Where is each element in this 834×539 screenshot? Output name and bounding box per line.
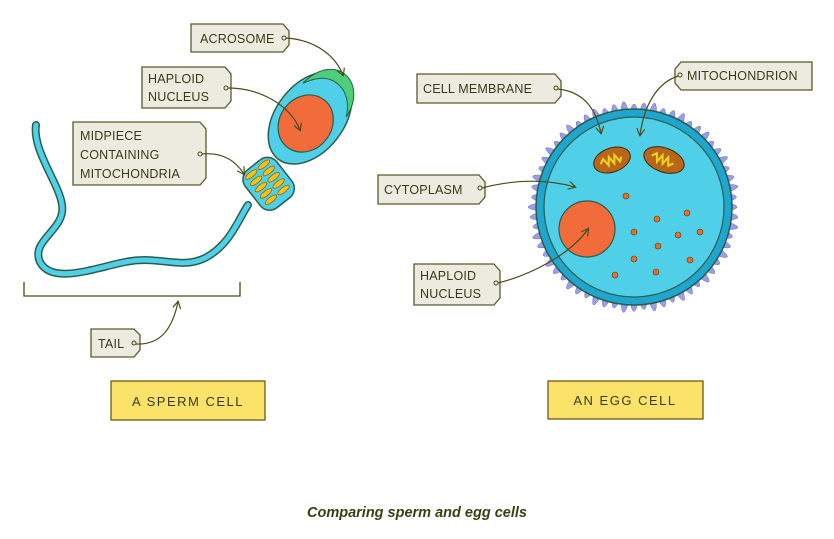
label-sperm-nucleus-line1: HAPLOID — [148, 72, 204, 86]
sperm-midpiece — [242, 156, 296, 211]
sperm-head — [267, 68, 355, 165]
egg-title: AN EGG CELL — [573, 393, 676, 408]
label-sperm-nucleus-line2: NUCLEUS — [148, 90, 209, 104]
sperm-cell: ACROSOME HAPLOID NUCLEUS MIDPIECE CONTAI… — [23, 23, 355, 421]
label-mitochondrion: MITOCHONDRION — [640, 61, 813, 135]
label-tail: TAIL — [90, 302, 178, 358]
acrosome — [302, 68, 355, 118]
label-cell-membrane-text: CELL MEMBRANE — [423, 82, 532, 96]
midpiece-mitochondria — [245, 159, 290, 205]
label-cytoplasm-text: CYTOPLASM — [384, 183, 463, 197]
label-midpiece-line2: CONTAINING — [80, 148, 160, 162]
label-egg-nucleus: HAPLOID NUCLEUS — [413, 229, 588, 306]
label-tail-text: TAIL — [98, 337, 124, 351]
egg-mitochondrion-2 — [643, 146, 685, 174]
sperm-title: A SPERM CELL — [132, 394, 244, 409]
label-cytoplasm: CYTOPLASM — [377, 174, 575, 205]
egg-mitochondrion-1 — [593, 146, 631, 174]
egg-cell: CELL MEMBRANE MITOCHONDRION CYTOPLASM HA… — [377, 61, 813, 420]
label-acrosome: ACROSOME — [190, 23, 343, 75]
egg-granules — [611, 192, 704, 279]
label-midpiece: MIDPIECE CONTAINING MITOCHONDRIA — [72, 121, 244, 186]
label-cell-membrane: CELL MEMBRANE — [416, 73, 601, 133]
label-egg-nucleus-line2: NUCLEUS — [420, 287, 481, 301]
label-egg-nucleus-line1: HAPLOID — [420, 269, 476, 283]
sperm-title-box: A SPERM CELL — [110, 380, 266, 421]
label-mitochondrion-text: MITOCHONDRION — [687, 69, 798, 83]
egg-nucleus — [558, 200, 616, 258]
label-acrosome-text: ACROSOME — [200, 32, 275, 46]
egg-title-box: AN EGG CELL — [547, 380, 704, 420]
label-sperm-nucleus: HAPLOID NUCLEUS — [141, 66, 300, 130]
sperm-nucleus — [277, 94, 334, 153]
figure-caption: Comparing sperm and egg cells — [307, 505, 527, 521]
label-midpiece-line1: MIDPIECE — [80, 129, 142, 143]
tail-bracket — [23, 282, 241, 297]
label-midpiece-line3: MITOCHONDRIA — [80, 167, 181, 181]
